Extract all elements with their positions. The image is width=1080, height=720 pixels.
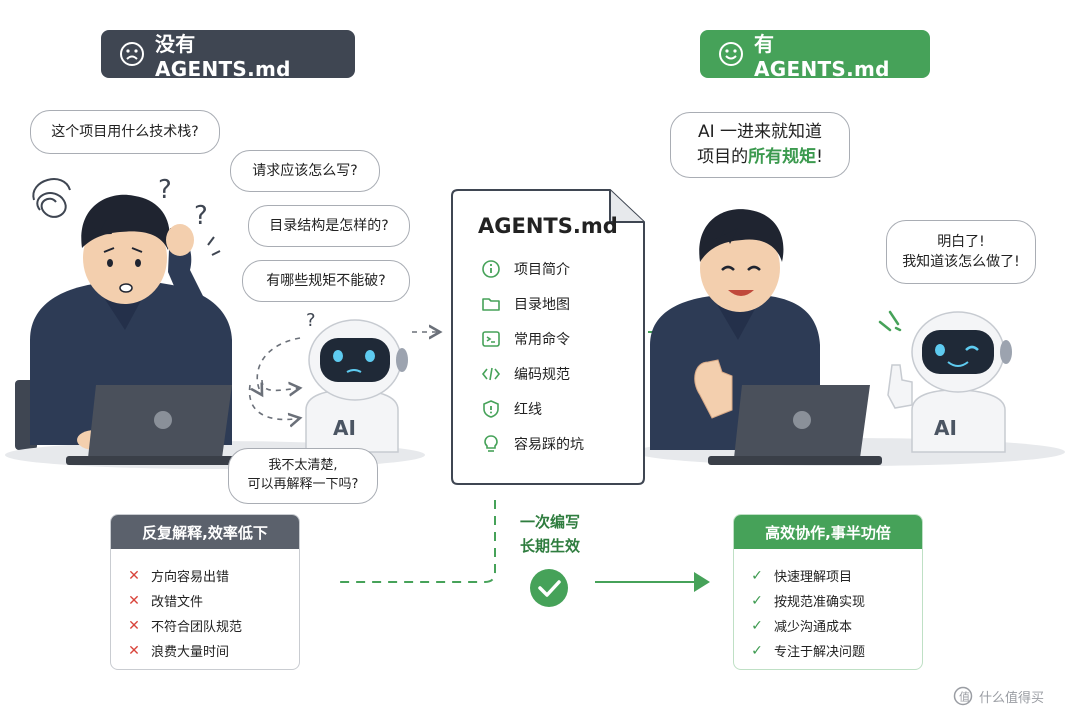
list-item-label: 不符合团队规范 <box>151 620 243 635</box>
robot-bubble-line1: 明白了! <box>937 233 985 250</box>
svg-text:AI: AI <box>934 416 957 440</box>
question-bubble-request: 请求应该怎么写? <box>230 150 380 192</box>
developer-happy-bubble: AI 一进来就知道 项目的所有规矩! <box>670 112 850 178</box>
svg-text:?: ? <box>158 175 172 205</box>
doc-item-label: 常用命令 <box>514 332 570 348</box>
bubble-text: 明白了! 我知道该怎么做了! <box>902 232 1020 273</box>
inefficiency-list: ✕ 方向容易出错 ✕ 改错文件 ✕ 不符合团队规范 ✕ 浪费大量时间 <box>111 549 299 663</box>
watermark-logo-icon: 值 <box>953 686 973 706</box>
happy-robot-icon: AI <box>878 310 1012 453</box>
watermark-text: 什么值得买 <box>979 690 1045 706</box>
with-agents-md-tag: 有 AGENTS.md <box>700 30 930 81</box>
robot-confused-bubble: 我不太清楚, 可以再解释一下吗? <box>228 448 378 504</box>
cross-icon: ✕ <box>128 642 140 659</box>
bubble-line2-prefix: 项目的 <box>697 147 749 167</box>
agents-md-document <box>451 189 645 485</box>
sad-face-icon <box>120 42 144 66</box>
list-item: ✓ 快速理解项目 <box>750 563 922 588</box>
list-item-label: 方向容易出错 <box>151 570 230 585</box>
info-icon <box>480 258 502 280</box>
list-item: ✕ 改错文件 <box>127 588 299 613</box>
doc-item-label: 容易踩的坑 <box>514 437 584 453</box>
check-icon: ✓ <box>751 567 763 584</box>
bubble-text: AI 一进来就知道 项目的所有规矩! <box>697 120 823 169</box>
robot-bubble-line2: 我知道该怎么做了! <box>902 254 1020 270</box>
dashed-arrows <box>248 332 440 419</box>
doc-item-coding-standards: 编码规范 <box>480 363 570 385</box>
bubble-text: 请求应该怎么写? <box>252 162 358 179</box>
question-bubble-structure: 目录结构是怎样的? <box>248 205 410 247</box>
svg-text:AI: AI <box>333 416 356 440</box>
list-item: ✓ 减少沟通成本 <box>750 613 922 638</box>
question-bubble-rules: 有哪些规矩不能破? <box>242 260 410 302</box>
list-item: ✓ 专注于解决问题 <box>750 638 922 663</box>
list-item-label: 浪费大量时间 <box>151 645 230 660</box>
confused-robot-icon: AI <box>305 319 408 453</box>
bubble-text: 有哪些规矩不能破? <box>266 272 386 289</box>
doc-item-project-intro: 项目简介 <box>480 258 570 280</box>
doc-item-label: 红线 <box>514 402 542 418</box>
lightbulb-icon <box>480 433 502 455</box>
left-tag-label: 没有 AGENTS.md <box>155 31 291 81</box>
list-item-label: 专注于解决问题 <box>774 645 866 660</box>
svg-text:?: ? <box>194 201 208 231</box>
doc-item-red-lines: 红线 <box>480 398 542 420</box>
bubble-text: 这个项目用什么技术栈? <box>51 123 199 140</box>
write-once-caption: 一次编写 长期生效 <box>510 510 590 558</box>
bubble-text: 目录结构是怎样的? <box>269 217 389 234</box>
caption-line2: 长期生效 <box>519 537 580 555</box>
without-agents-md-tag: 没有 AGENTS.md <box>101 30 355 81</box>
robot-bubble-line1: 我不太清楚, <box>268 458 338 474</box>
list-item-label: 改错文件 <box>151 595 204 610</box>
list-item-label: 减少沟通成本 <box>774 620 853 635</box>
question-mark-icon: ? ? ? <box>158 175 316 331</box>
efficiency-card: 高效协作,事半功倍 ✓ 快速理解项目 ✓ 按规范准确实现 ✓ 减少沟通成本 ✓ 专注于解… <box>733 514 923 670</box>
smile-face-icon <box>719 42 743 66</box>
terminal-icon <box>480 328 502 350</box>
cross-icon: ✕ <box>128 567 140 584</box>
folder-icon <box>480 293 502 315</box>
left-laptop-icon <box>66 385 240 465</box>
doc-item-label: 编码规范 <box>514 367 570 383</box>
doc-item-common-commands: 常用命令 <box>480 328 570 350</box>
efficiency-list: ✓ 快速理解项目 ✓ 按规范准确实现 ✓ 减少沟通成本 ✓ 专注于解决问题 <box>734 549 922 663</box>
check-icon: ✓ <box>751 642 763 659</box>
document-title: AGENTS.md <box>478 214 618 238</box>
cross-icon: ✕ <box>128 617 140 634</box>
confused-scribble-icon <box>32 178 71 218</box>
bubble-text: 我不太清楚, 可以再解释一下吗? <box>248 457 359 495</box>
inefficiency-card: 反复解释,效率低下 ✕ 方向容易出错 ✕ 改错文件 ✕ 不符合团队规范 ✕ 浪费大量时间 <box>110 514 300 670</box>
bubble-highlight: 所有规矩 <box>748 147 817 167</box>
list-item-label: 按规范准确实现 <box>774 595 866 610</box>
bubble-line1: AI 一进来就知道 <box>697 122 823 143</box>
list-item: ✕ 方向容易出错 <box>127 563 299 588</box>
check-icon: ✓ <box>751 617 763 634</box>
check-circle-icon <box>530 569 568 607</box>
list-item: ✕ 浪费大量时间 <box>127 638 299 663</box>
question-bubble-tech-stack: 这个项目用什么技术栈? <box>30 110 220 154</box>
svg-text:值: 值 <box>959 691 970 704</box>
efficiency-card-title: 高效协作,事半功倍 <box>734 515 922 549</box>
list-item: ✓ 按规范准确实现 <box>750 588 922 613</box>
shield-icon <box>480 398 502 420</box>
cross-icon: ✕ <box>128 592 140 609</box>
doc-item-directory-map: 目录地图 <box>480 293 570 315</box>
robot-happy-bubble: 明白了! 我知道该怎么做了! <box>886 220 1036 284</box>
list-item-label: 快速理解项目 <box>774 570 853 585</box>
caption-line1: 一次编写 <box>519 513 580 531</box>
doc-item-label: 项目简介 <box>514 262 570 278</box>
inefficiency-card-title: 反复解释,效率低下 <box>111 515 299 549</box>
right-laptop-icon <box>708 385 882 465</box>
right-tag-label: 有 AGENTS.md <box>754 31 890 81</box>
check-icon: ✓ <box>751 592 763 609</box>
watermark: 值 什么值得买 <box>953 686 1044 706</box>
doc-item-label: 目录地图 <box>514 297 570 313</box>
bubble-suffix: ! <box>816 147 823 167</box>
code-icon <box>480 363 502 385</box>
robot-bubble-line2: 可以再解释一下吗? <box>247 477 359 492</box>
list-item: ✕ 不符合团队规范 <box>127 613 299 638</box>
svg-text:?: ? <box>306 310 316 331</box>
doc-item-pitfalls: 容易踩的坑 <box>480 433 584 455</box>
